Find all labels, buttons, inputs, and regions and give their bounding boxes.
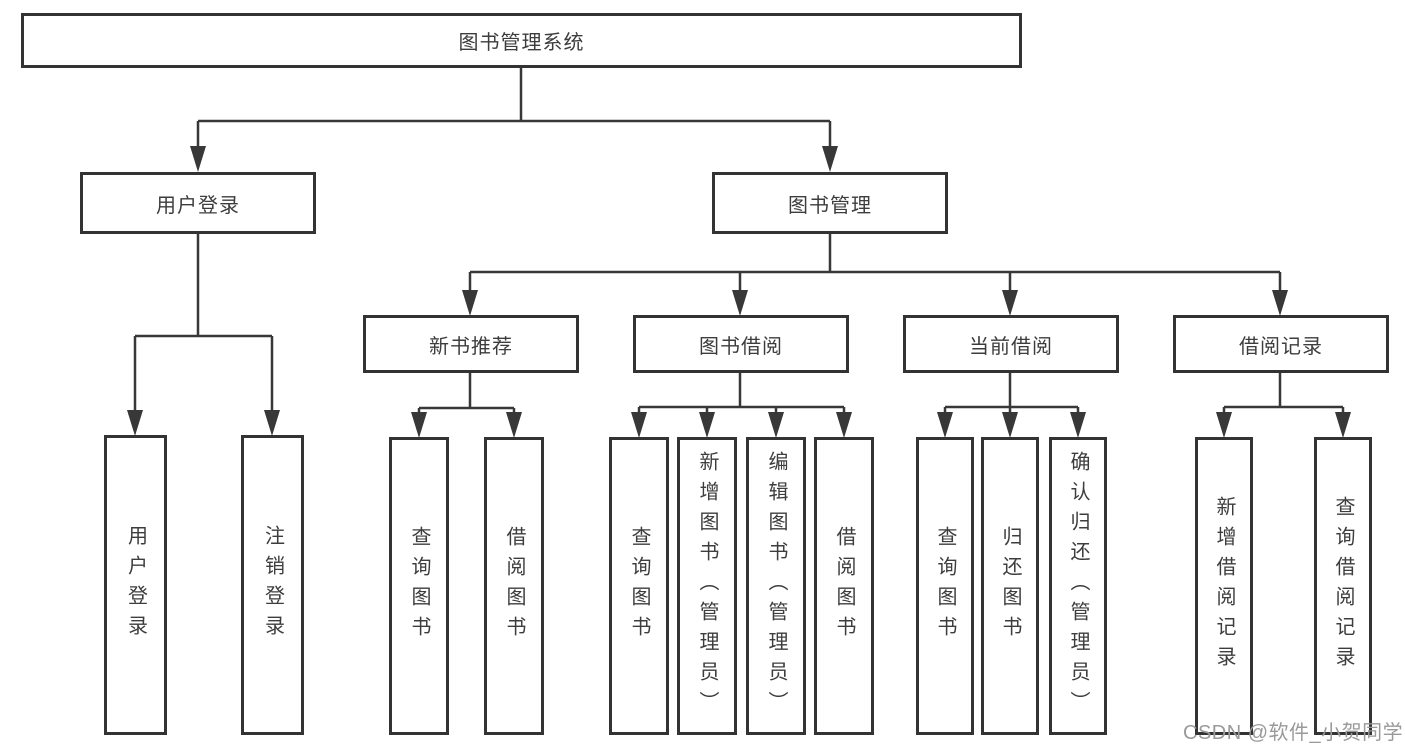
- leaf-query-books-borrowing-label: 查询图书: [628, 526, 650, 646]
- leaf-query-books-current: 查询图书: [916, 437, 974, 735]
- node-new-book-recommendation: 新书推荐: [363, 315, 579, 373]
- leaf-logout: 注销登录: [241, 435, 304, 735]
- leaf-add-books-admin-label: 新增图书（管理员）: [696, 451, 718, 721]
- leaf-borrow-books-borrowing-label: 借阅图书: [833, 526, 855, 646]
- node-current-borrowing: 当前借阅: [903, 315, 1119, 373]
- csdn-watermark: CSDN @软件_小贺同学: [1183, 722, 1404, 744]
- node-user-login: 用户登录: [80, 172, 316, 234]
- leaf-confirm-return-admin-label: 确认归还（管理员）: [1067, 451, 1089, 721]
- leaf-confirm-return-admin: 确认归还（管理员）: [1049, 437, 1107, 735]
- leaf-query-books-current-label: 查询图书: [934, 526, 956, 646]
- leaf-borrow-books-recommend: 借阅图书: [484, 437, 544, 735]
- leaf-edit-books-admin: 编辑图书（管理员）: [746, 437, 806, 735]
- leaf-query-books-borrowing: 查询图书: [609, 437, 669, 735]
- leaf-query-books-recommend: 查询图书: [389, 437, 449, 735]
- leaf-borrow-books-recommend-label: 借阅图书: [503, 526, 525, 646]
- leaf-add-borrow-record-label: 新增借阅记录: [1213, 496, 1235, 676]
- node-borrowing-records: 借阅记录: [1173, 315, 1389, 373]
- leaf-query-borrow-record-label: 查询借阅记录: [1332, 496, 1354, 676]
- node-book-borrowing: 图书借阅: [633, 315, 849, 373]
- leaf-user-login-label: 用户登录: [124, 525, 147, 645]
- leaf-user-login: 用户登录: [104, 435, 167, 735]
- leaf-return-books-label: 归还图书: [999, 526, 1021, 646]
- leaf-query-borrow-record: 查询借阅记录: [1314, 437, 1372, 735]
- node-book-management: 图书管理: [712, 172, 948, 234]
- node-library-management-system: 图书管理系统: [21, 13, 1022, 68]
- leaf-borrow-books-borrowing: 借阅图书: [814, 437, 874, 735]
- leaf-return-books: 归还图书: [981, 437, 1039, 735]
- leaf-query-books-recommend-label: 查询图书: [408, 526, 430, 646]
- leaf-add-borrow-record: 新增借阅记录: [1195, 437, 1253, 735]
- leaf-add-books-admin: 新增图书（管理员）: [677, 437, 737, 735]
- leaf-logout-label: 注销登录: [261, 525, 284, 645]
- leaf-edit-books-admin-label: 编辑图书（管理员）: [765, 451, 787, 721]
